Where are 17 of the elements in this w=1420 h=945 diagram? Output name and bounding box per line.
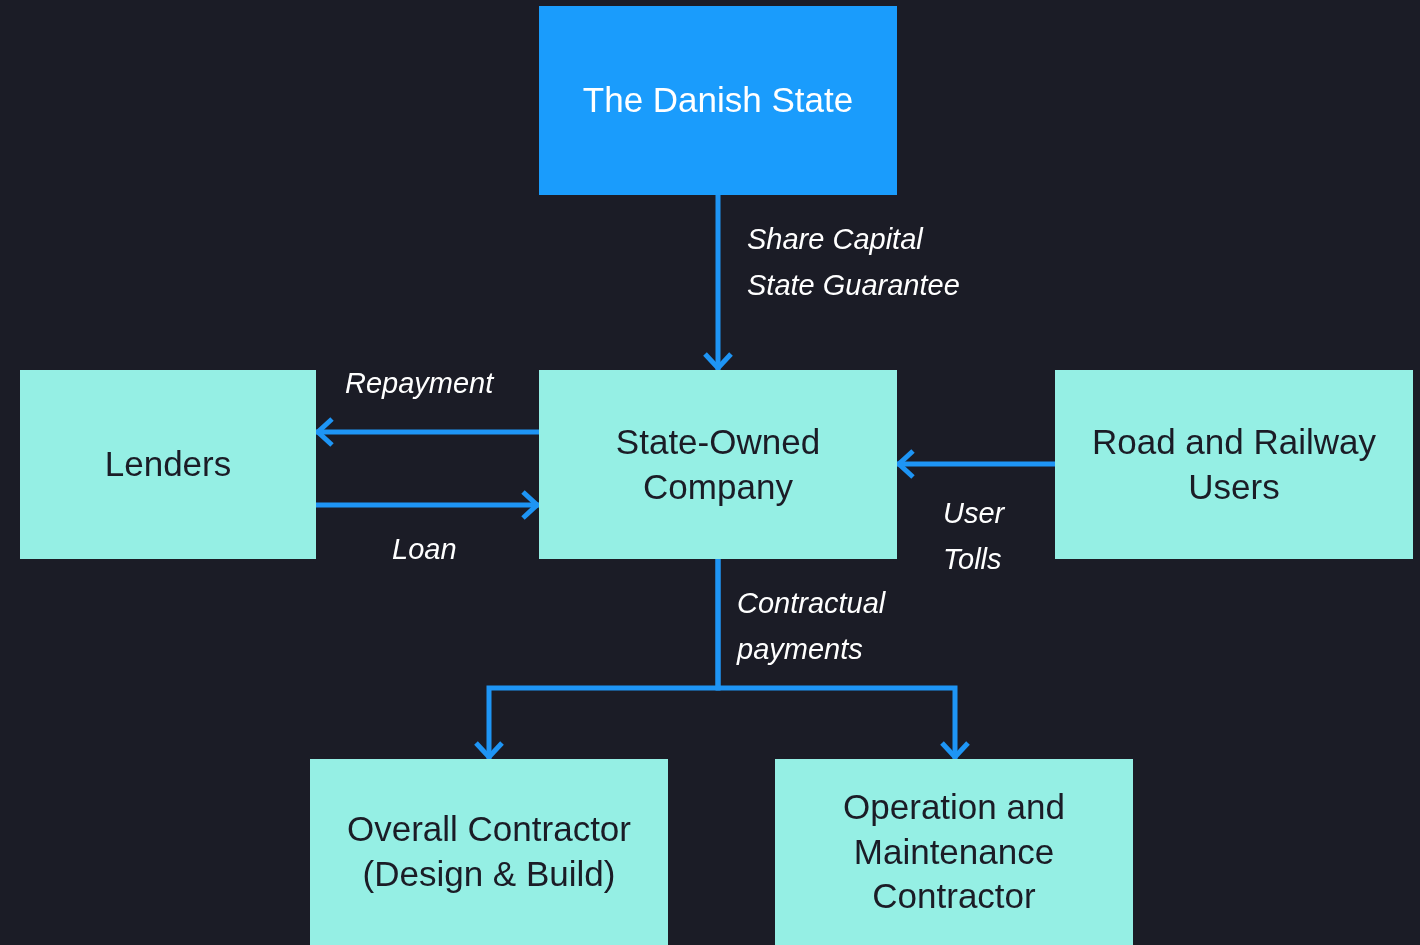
- node-label: The Danish State: [582, 79, 854, 122]
- node-label: Lenders: [104, 443, 232, 486]
- process-box: [310, 759, 668, 945]
- arrow: [315, 416, 539, 448]
- arrow: [316, 489, 540, 521]
- process-box: [775, 759, 1133, 945]
- process-box: [20, 370, 316, 559]
- node-label: Road and Railway Users: [1090, 420, 1378, 508]
- node-label: Overall Contractor (Design & Build): [346, 808, 632, 895]
- arrow: [715, 559, 971, 760]
- process-box: [539, 6, 897, 195]
- node-label: Operation and Maintenance Contractor: [842, 785, 1066, 918]
- node-label: State-Owned Company: [614, 420, 822, 508]
- arrow: [702, 195, 734, 371]
- arrow: [896, 448, 1055, 480]
- process-box: [539, 370, 897, 559]
- process-box: [1055, 370, 1413, 559]
